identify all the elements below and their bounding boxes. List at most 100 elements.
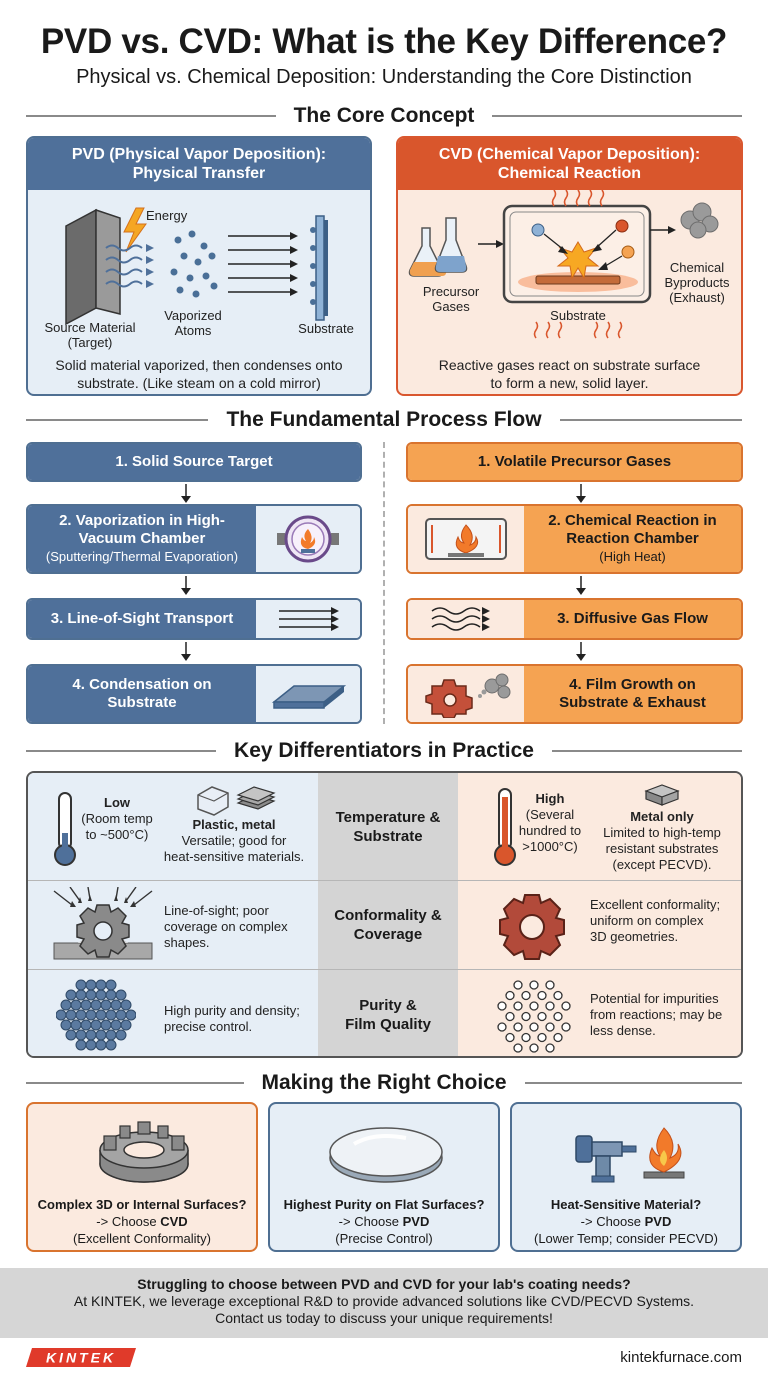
choice-prefix-1: -> Choose xyxy=(96,1214,161,1229)
pvd-step-1-title: 1. Solid Source Target xyxy=(115,453,273,470)
pvd-step-4-title: 4. Condensation on Substrate xyxy=(72,676,212,711)
website-link[interactable]: kintekfurnace.com xyxy=(620,1349,742,1366)
pvd-concept-caption: Solid material vaporized, then condenses… xyxy=(55,357,343,391)
divider xyxy=(26,750,217,752)
metal-block-icon xyxy=(644,784,680,806)
divider xyxy=(26,1082,244,1084)
pvd-concept-title-text: PVD (Physical Vapor Deposition): Physica… xyxy=(71,146,327,182)
section-title-core: The Core Concept xyxy=(293,104,475,127)
heat-sensitive-part-icon xyxy=(575,1127,685,1183)
pvd-source-label: Source Material (Target) xyxy=(44,320,136,350)
cvd-temp-title: High xyxy=(535,791,565,806)
cvd-concept-panel: CVD (Chemical Vapor Deposition): Chemica… xyxy=(396,136,743,396)
thermometer-high-icon xyxy=(494,788,516,866)
cvd-step-2-sub: (High Heat) xyxy=(599,549,666,564)
choice-question-2: Highest Purity on Flat Surfaces? xyxy=(283,1197,485,1212)
cvd-reaction-illustration xyxy=(408,190,719,339)
cvd-concept-title-text: CVD (Chemical Vapor Deposition): Chemica… xyxy=(438,146,701,182)
choice-card-cvd-3d: Complex 3D or Internal Surfaces? -> Choo… xyxy=(26,1102,258,1252)
kintek-logo-text: KINTEK xyxy=(46,1350,116,1366)
cvd-concept-caption: Reactive gases react on substrate surfac… xyxy=(438,357,701,391)
choice-text-1: Complex 3D or Internal Surfaces? -> Choo… xyxy=(28,1196,256,1247)
cvd-step-4: 4. Film Growth on Substrate & Exhaust xyxy=(406,664,743,724)
cvd-flow-arrow-2 xyxy=(576,576,586,595)
pvd-energy-label: Energy xyxy=(146,208,188,223)
flow-divider xyxy=(383,442,385,724)
pvd-temp: Low (Room temp to ~500°C) xyxy=(74,795,160,843)
choice-card-pvd-purity: Highest Purity on Flat Surfaces? -> Choo… xyxy=(268,1102,500,1252)
choice-text-3: Heat-Sensitive Material? -> Choose PVD (… xyxy=(512,1196,740,1247)
divider xyxy=(26,115,276,117)
substrate-plate-icon xyxy=(256,666,360,722)
pvd-transfer-illustration xyxy=(65,207,328,326)
thermometer-low-icon xyxy=(54,792,76,866)
footer-line-3: Contact us today to discuss your unique … xyxy=(215,1310,553,1326)
vacuum-chamber-icon xyxy=(256,506,360,572)
pvd-substrate-title: Plastic, metal xyxy=(192,817,276,832)
pvd-step-2-title: 2. Vaporization in High- Vacuum Chamber xyxy=(59,512,225,547)
cvd-temp: High (Several hundred to >1000°C) xyxy=(512,791,588,855)
cvd-step-1-title: 1. Volatile Precursor Gases xyxy=(477,453,672,470)
pvd-step-2-sub: (Sputtering/Thermal Evaporation) xyxy=(45,549,239,564)
complex-part-icon xyxy=(99,1121,189,1183)
criterion-purity: Purity & Film Quality xyxy=(345,996,431,1033)
page-title: PVD vs. CVD: What is the Key Difference? xyxy=(40,22,728,61)
section-title-diff: Key Differentiators in Practice xyxy=(234,739,534,762)
pvd-atoms-label: Vaporized Atoms xyxy=(164,308,222,338)
section-header-core: The Core Concept xyxy=(26,101,743,131)
footer-line-2: At KINTEK, we leverage exceptional R&D t… xyxy=(73,1293,695,1309)
section-header-diff: Key Differentiators in Practice xyxy=(26,736,742,766)
choice-note-3: (Lower Temp; consider PECVD) xyxy=(534,1231,718,1246)
plastic-metal-icon xyxy=(197,786,276,816)
gear-line-of-sight-icon xyxy=(53,887,153,960)
dense-lattice-icon xyxy=(56,979,136,1051)
section-header-flow: The Fundamental Process Flow xyxy=(26,405,742,435)
choice-prefix-2: -> Choose xyxy=(338,1214,403,1229)
pvd-temp-detail: (Room temp to ~500°C) xyxy=(81,811,153,842)
flat-wafer-icon xyxy=(329,1127,443,1183)
criteria-column xyxy=(318,773,458,1056)
gear-conformal-icon xyxy=(499,894,565,960)
pvd-step-4: 4. Condensation on Substrate xyxy=(26,664,362,724)
porous-lattice-icon xyxy=(497,980,571,1053)
cvd-flow-arrow-3 xyxy=(576,642,586,661)
criterion-temperature: Temperature & Substrate xyxy=(335,808,441,845)
choice-answer-1: CVD xyxy=(160,1214,188,1229)
footer-banner: Struggling to choose between PVD and CVD… xyxy=(0,1268,768,1338)
divider xyxy=(26,419,209,421)
cvd-conformality: Excellent conformality; uniform on compl… xyxy=(590,897,721,944)
choice-text-2: Highest Purity on Flat Surfaces? -> Choo… xyxy=(270,1196,498,1247)
choice-question-1: Complex 3D or Internal Surfaces? xyxy=(37,1197,247,1212)
pvd-step-1: 1. Solid Source Target xyxy=(26,442,362,482)
choice-card-pvd-heat: Heat-Sensitive Material? -> Choose PVD (… xyxy=(510,1102,742,1252)
cvd-step-2-title: 2. Chemical Reaction in Reaction Chamber xyxy=(548,512,717,547)
pvd-substrate: Plastic, metal Versatile; good for heat-… xyxy=(154,817,314,865)
cvd-substrate: Metal only Limited to high-temp resistan… xyxy=(588,809,736,873)
line-of-sight-arrows-icon xyxy=(256,600,360,638)
divider xyxy=(559,419,742,421)
pvd-step-3: 3. Line-of-Sight Transport xyxy=(26,598,362,640)
criterion-conformality: Conformality & Coverage xyxy=(334,906,442,943)
diffusive-flow-icon xyxy=(408,600,524,638)
kintek-logo[interactable]: KINTEK xyxy=(26,1348,136,1367)
section-title-flow: The Fundamental Process Flow xyxy=(226,408,542,431)
cvd-flow-arrow-1 xyxy=(576,484,586,503)
choice-question-3: Heat-Sensitive Material? xyxy=(550,1197,702,1212)
cvd-step-1: 1. Volatile Precursor Gases xyxy=(406,442,743,482)
film-growth-exhaust-icon xyxy=(408,666,524,722)
pvd-flow-arrow-2 xyxy=(181,576,191,595)
pvd-flow-arrow-1 xyxy=(181,484,191,503)
divider xyxy=(492,115,743,117)
page-subtitle: Physical vs. Chemical Deposition: Unders… xyxy=(76,66,692,88)
cvd-purity: Potential for impurities from reactions;… xyxy=(590,991,723,1038)
cvd-substrate-detail: Limited to high-temp resistant substrate… xyxy=(603,825,721,872)
differentiators-table: Low (Room temp to ~500°C) Plastic, metal… xyxy=(26,771,743,1058)
pvd-temp-title: Low xyxy=(104,795,130,810)
cvd-step-4-title: 4. Film Growth on Substrate & Exhaust xyxy=(559,676,706,711)
divider xyxy=(524,1082,743,1084)
choice-prefix-3: -> Choose xyxy=(580,1214,645,1229)
pvd-concept-panel: PVD (Physical Vapor Deposition): Physica… xyxy=(26,136,372,396)
footer-line-1: Struggling to choose between PVD and CVD… xyxy=(137,1276,631,1292)
cvd-step-2: 2. Chemical Reaction in Reaction Chamber… xyxy=(406,504,743,574)
cvd-concept-title: CVD (Chemical Vapor Deposition): Chemica… xyxy=(398,138,741,190)
